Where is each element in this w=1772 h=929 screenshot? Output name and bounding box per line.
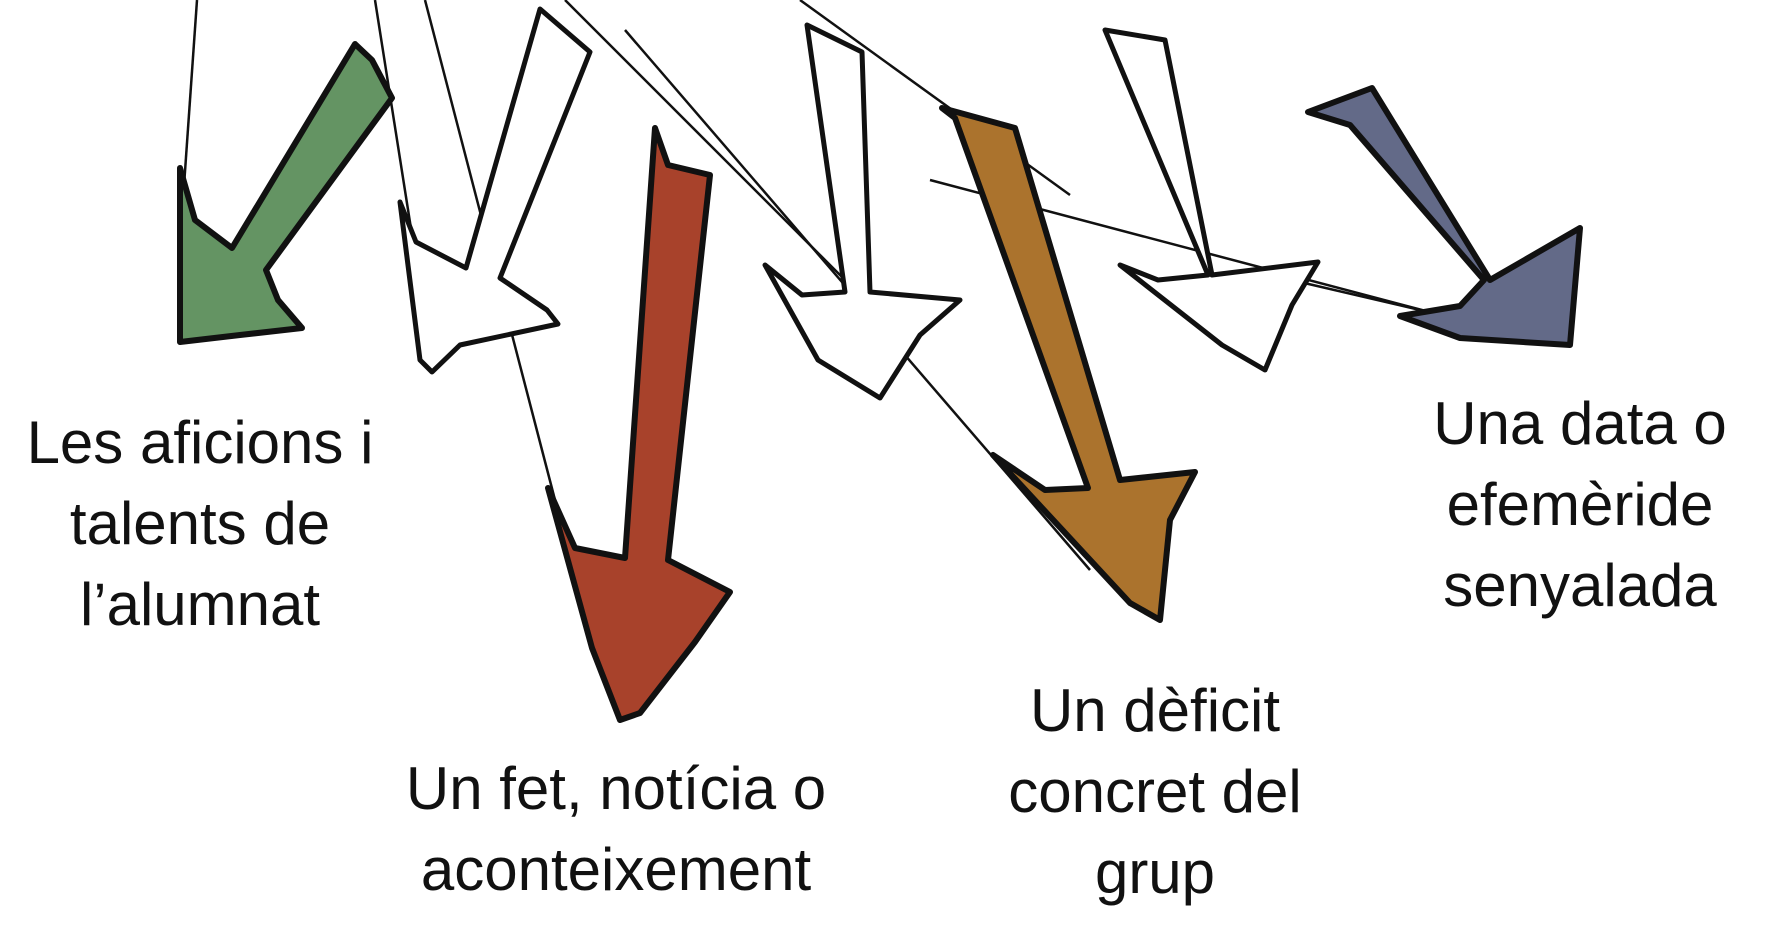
label-line: l’alumnat <box>79 571 321 638</box>
label-line: grup <box>1094 839 1216 906</box>
label-hobbies-talents: Les aficions i talents de l’alumnat <box>0 402 400 645</box>
label-line: aconteixement <box>420 836 812 903</box>
label-line: senyalada <box>1443 552 1717 619</box>
orange-arrow <box>939 105 1198 623</box>
label-group-deficit: Un dèficit concret del grup <box>935 670 1375 913</box>
label-line: concret del <box>1008 758 1302 825</box>
white-arrow <box>762 22 963 401</box>
blue-arrow <box>1305 85 1583 348</box>
label-line: Una data o <box>1433 390 1727 457</box>
green-arrow <box>177 41 395 345</box>
label-news-event: Un fet, notícia o aconteixement <box>356 748 876 910</box>
label-line: Les aficions i <box>26 409 374 476</box>
label-line: talents de <box>69 490 331 557</box>
sketch-line <box>181 0 199 201</box>
red-arrow <box>545 125 733 723</box>
white-arrow <box>397 6 593 375</box>
sketch-line <box>373 0 414 236</box>
white-arrow <box>1102 27 1321 373</box>
label-date-anniversary: Una data o efemèride senyalada <box>1395 383 1765 626</box>
sketch-line <box>1299 280 1421 312</box>
label-line: Un fet, notícia o <box>405 755 827 822</box>
label-line: efemèride <box>1446 471 1714 538</box>
label-line: Un dèficit <box>1029 677 1281 744</box>
